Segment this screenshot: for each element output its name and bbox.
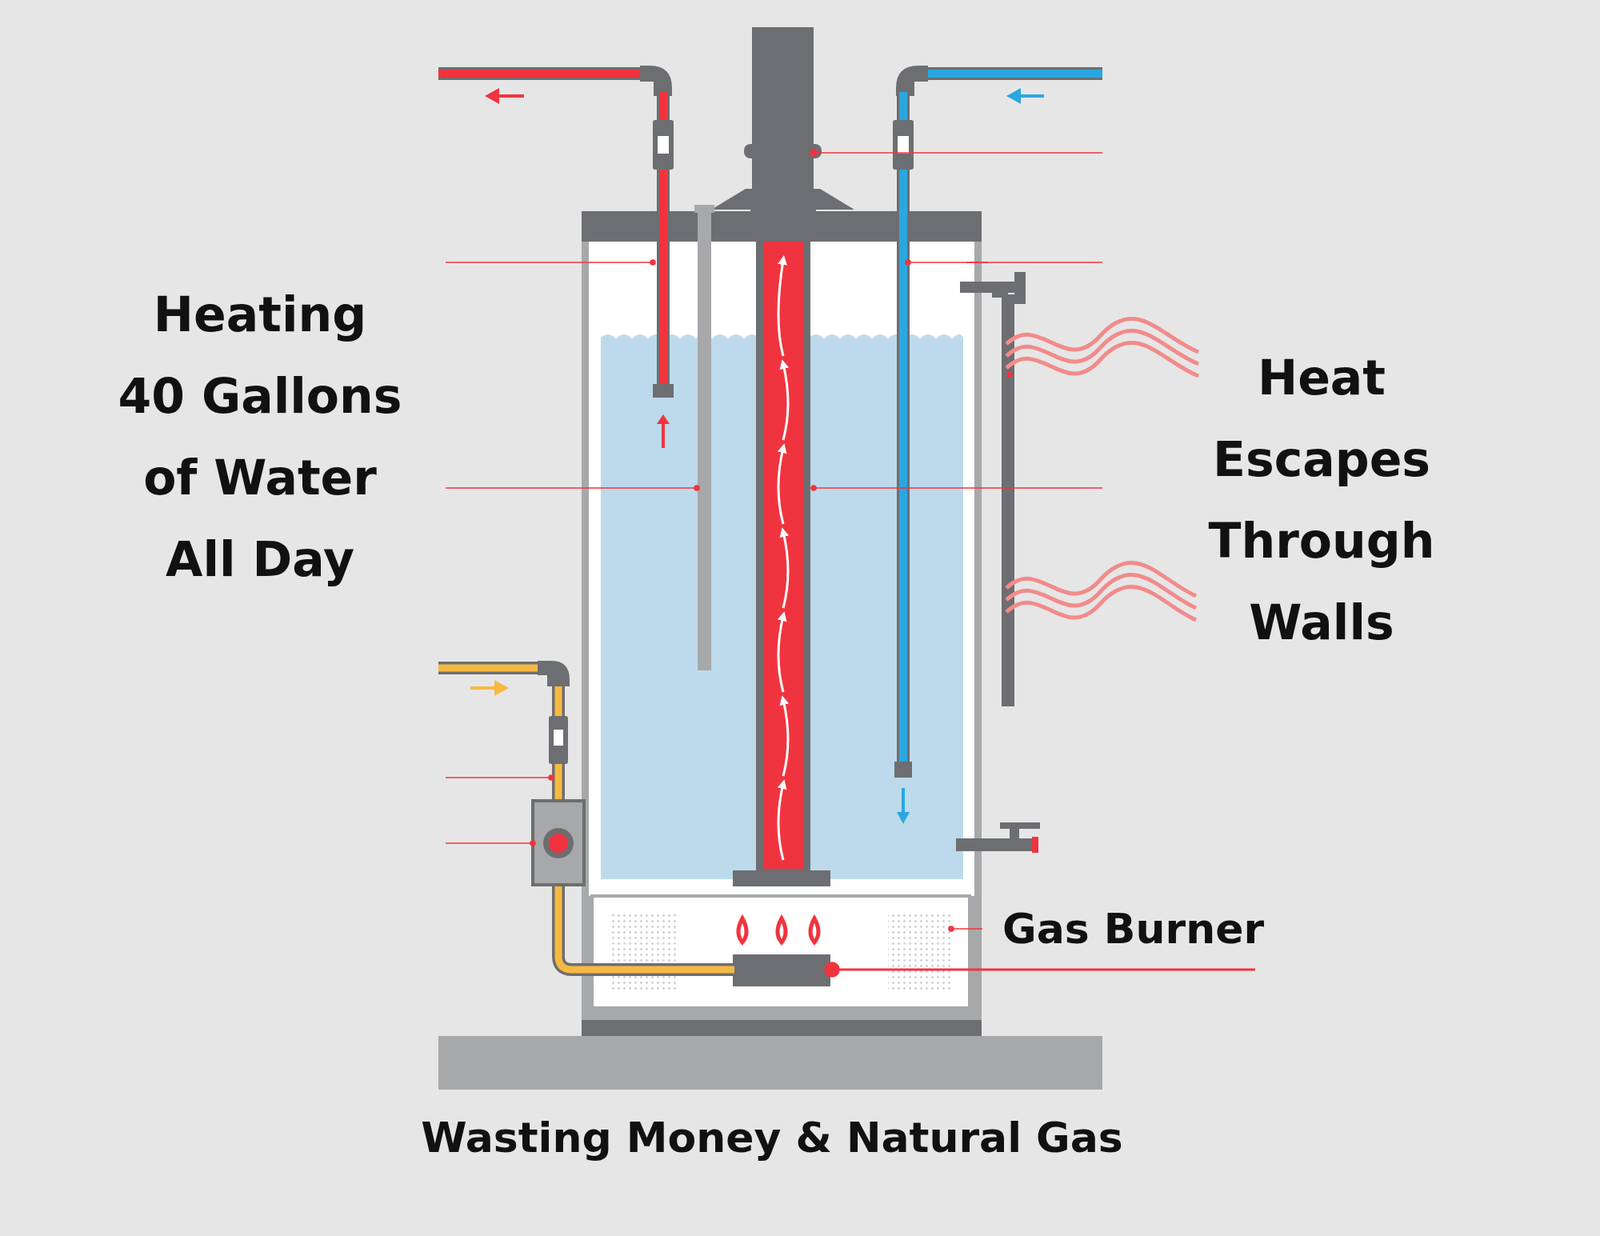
caption: Wasting Money & Natural Gas [0, 1108, 1544, 1167]
flue-pipe [756, 240, 811, 880]
hot-water-pipe [438, 65, 674, 448]
flames [738, 918, 819, 943]
anode-rod [697, 206, 712, 671]
heading-label: Heating 40 Gallons of Water All Day [114, 273, 406, 600]
part-label: Gas Burner [1002, 902, 1264, 956]
floor-base [438, 1036, 1103, 1090]
burner [732, 954, 831, 987]
leader-lines [445, 149, 1256, 977]
drain-valve [956, 822, 1040, 853]
gas-control-valve [532, 800, 584, 885]
heat-waves [1006, 318, 1199, 620]
gas-supply-pipe [438, 660, 735, 970]
cold-water-pipe [892, 65, 1103, 824]
burner-compartment [592, 896, 970, 1008]
chimney [752, 27, 814, 192]
top-plate [581, 211, 982, 242]
vent-grille [888, 912, 954, 992]
vent-grille [610, 912, 676, 992]
tank-shell [581, 211, 982, 1036]
callout-label: Heat Escapes Through Walls [1201, 336, 1442, 664]
